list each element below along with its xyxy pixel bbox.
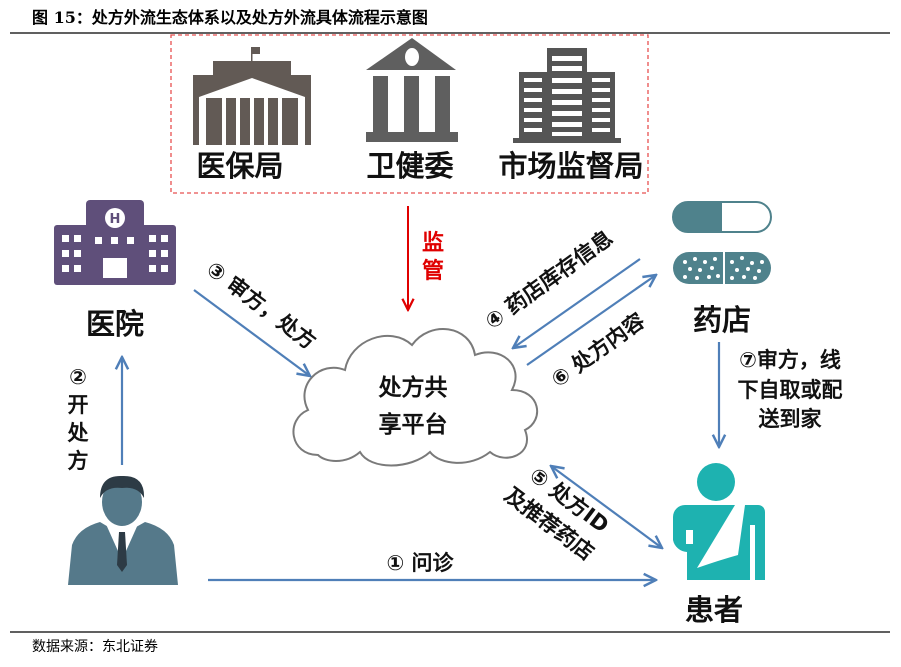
step3-arrow [193, 289, 310, 376]
platform-label-line2: 享平台 [379, 411, 448, 438]
step5-arrow [551, 466, 662, 548]
platform-cloud-icon [292, 328, 539, 467]
patient-icon [673, 463, 765, 580]
pharmacy-label: 药店 [693, 303, 751, 337]
step2-label-char1: 开 [68, 393, 89, 417]
step6-label: ⑥ 处方内容 [547, 309, 649, 393]
regulator-label-health-commission: 卫健委 [366, 149, 453, 183]
step1-label: ① 问诊 [386, 551, 454, 575]
step2-label-char3: 方 [68, 449, 89, 473]
step7-label-line2: 下自取或配 [738, 378, 843, 402]
regulator-label-market-regulation: 市场监督局 [498, 149, 643, 183]
step4-label: ④ 药店库存信息 [481, 226, 617, 334]
patient-label: 患者 [685, 593, 743, 627]
step4-arrow [513, 258, 641, 348]
supervision-label-1: 监 [422, 230, 444, 256]
figure-title: 图 15：处方外流生态体系以及处方外流具体流程示意图 [32, 8, 428, 27]
svg-text:H: H [110, 212, 121, 227]
health-commission-building-icon [366, 38, 458, 142]
step7-label-line1: ⑦审方，线 [739, 348, 841, 372]
step7-label-line3: 送到家 [759, 407, 823, 431]
step2-label-char2: 处 [67, 421, 89, 445]
market-regulation-building-icon [513, 48, 621, 143]
tablet-pill-icon [673, 252, 771, 284]
capsule-icon [672, 201, 772, 233]
source-note: 数据来源：东北证券 [32, 639, 158, 655]
hospital-label: 医院 [86, 307, 144, 341]
supervision-label-2: 管 [422, 258, 444, 284]
platform-label-line1: 处方共 [378, 374, 448, 401]
regulator-label-medical-insurance: 医保局 [196, 149, 283, 183]
medical-insurance-building-icon [193, 47, 311, 145]
step6-arrow [526, 275, 656, 366]
hospital-icon: H [54, 200, 176, 285]
step2-label-num: ② [69, 365, 87, 389]
doctor-icon [68, 475, 178, 585]
regulators-box [170, 34, 649, 194]
